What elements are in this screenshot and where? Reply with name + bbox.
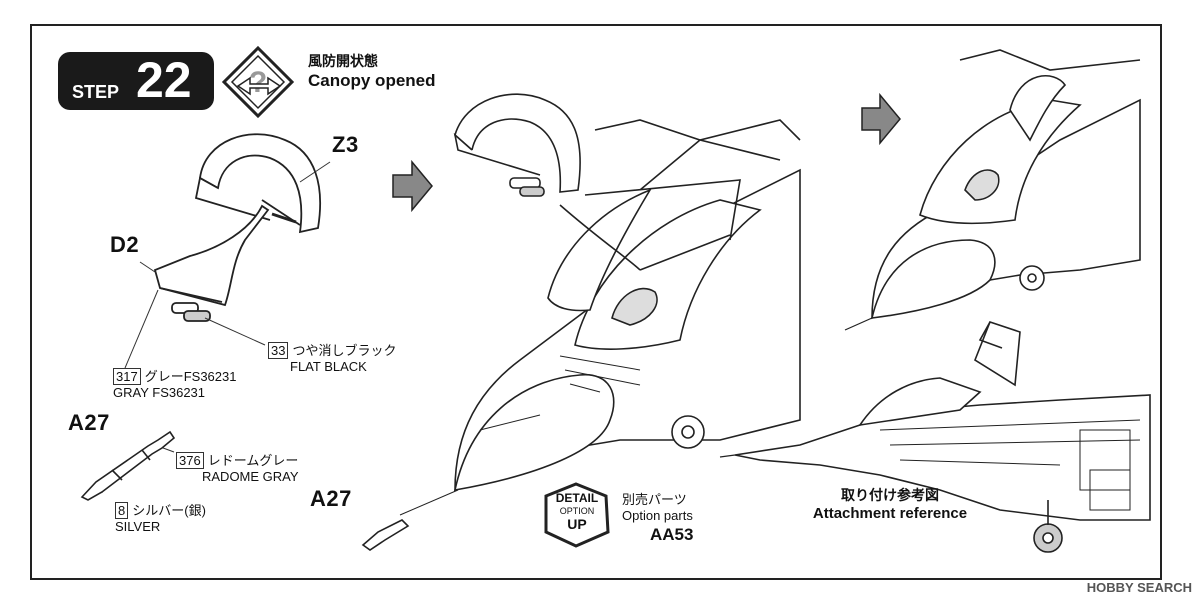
- detail-option-badge: [544, 482, 610, 548]
- heading: 風防開状態 Canopy opened: [308, 52, 436, 92]
- part-label-a27-left: A27: [68, 410, 110, 435]
- attachment-jp: 取り付け参考図: [841, 487, 939, 503]
- part-label-z3: Z3: [332, 132, 359, 157]
- aircraft-attachment-reference: [719, 321, 1151, 553]
- option-jp: 別売パーツ: [622, 492, 687, 507]
- attachment-reference: 取り付け参考図 Attachment reference: [800, 486, 980, 524]
- paint-name-en: GRAY FS36231: [113, 385, 206, 400]
- paint-code: 33: [268, 342, 289, 359]
- paint-code: 317: [113, 368, 141, 385]
- part-label-d2: D2: [110, 232, 140, 257]
- paint-name-en: RADOME GRAY: [202, 469, 299, 484]
- watermark: HOBBY SEARCH: [1086, 580, 1192, 595]
- paint-name-en: SILVER: [115, 519, 161, 534]
- missile-part-a27-center: [361, 489, 459, 551]
- canopy-part-z3: [194, 133, 322, 234]
- open-close-icon: ?: [221, 45, 295, 119]
- option-parts: 別売パーツ Option parts AA53: [622, 492, 693, 546]
- leader-lines-left: [99, 161, 331, 494]
- part-label-a27-center: A27: [310, 486, 352, 511]
- option-code: AA53: [650, 525, 694, 544]
- paint-name-jp: レドームグレー: [207, 453, 299, 468]
- heading-en: Canopy opened: [308, 71, 436, 90]
- detail-badge-text: DETAIL OPTION UP: [546, 491, 608, 532]
- heading-jp: 風防開状態: [308, 53, 378, 69]
- paint-name-jp: つや消しブラック: [292, 343, 397, 358]
- canopy-center: [453, 93, 741, 271]
- step-arrow-2: [861, 92, 901, 146]
- svg-text:?: ?: [249, 66, 267, 99]
- detail-badge-line2: OPTION: [559, 506, 595, 516]
- paint-code: 8: [115, 502, 129, 519]
- step-prefix: STEP: [72, 82, 120, 102]
- missile-part-a27-left: [80, 430, 176, 501]
- step-arrow-1: [392, 159, 433, 213]
- attachment-en: Attachment reference: [812, 505, 968, 522]
- aircraft-upper-right: [844, 49, 1141, 331]
- paint-name-en: FLAT BLACK: [290, 359, 367, 374]
- paint-name-jp: グレーFS36231: [144, 369, 237, 384]
- detail-badge-line3: UP: [567, 516, 587, 532]
- step-badge: STEP 22: [58, 52, 214, 110]
- detail-badge-line1: DETAIL: [555, 491, 599, 505]
- aircraft-center: [453, 119, 801, 492]
- bracket-part-d2: [153, 204, 270, 322]
- paint-code: 376: [176, 452, 204, 469]
- option-en: Option parts: [622, 508, 693, 523]
- step-number: 22: [136, 52, 192, 108]
- paint-name-jp: シルバー(銀): [132, 503, 206, 518]
